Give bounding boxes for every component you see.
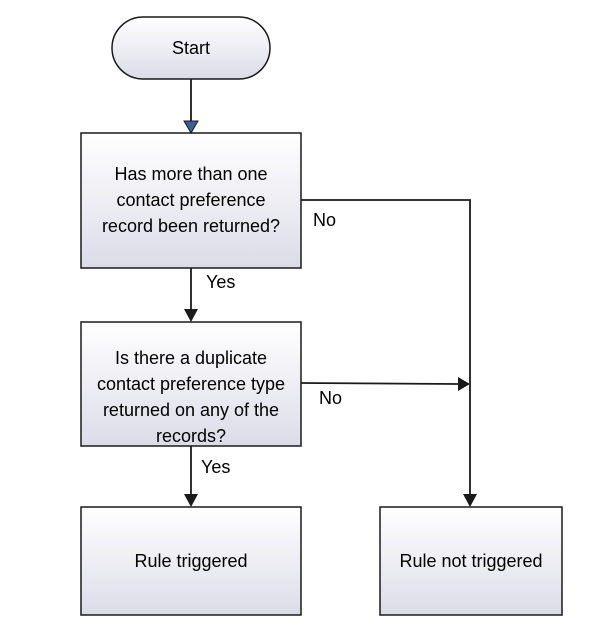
- outcome-rule-triggered: Rule triggered: [80, 506, 302, 616]
- decision-2-line-3: returned on any of the: [103, 400, 279, 420]
- arrowhead-icon: [458, 377, 470, 391]
- decision-1-no-label: No: [313, 210, 336, 230]
- decision-box-more-than-one-record: Has more than one contact preference rec…: [80, 132, 302, 269]
- decision-1-line-3: record been returned?: [102, 216, 280, 236]
- start-label: Start: [172, 38, 210, 58]
- edge-decision-1-yes: Yes: [184, 268, 235, 322]
- rule-not-triggered-label: Rule not triggered: [399, 551, 542, 571]
- edge-decision-1-no: No: [301, 199, 477, 507]
- edge-start-to-decision-1: [183, 79, 199, 134]
- edge-decision-2-no: No: [300, 377, 470, 408]
- arrowhead-icon: [463, 494, 477, 507]
- decision-box-duplicate-type: Is there a duplicate contact preference …: [80, 321, 302, 447]
- rule-triggered-label: Rule triggered: [134, 551, 247, 571]
- decision-2-line-1: Is there a duplicate: [115, 348, 267, 368]
- decision-1-line-2: contact preference: [116, 190, 265, 210]
- arrowhead-icon: [184, 309, 198, 322]
- decision-2-yes-label: Yes: [201, 457, 230, 477]
- decision-1-line-1: Has more than one: [114, 164, 267, 184]
- start-node: Start: [111, 16, 271, 80]
- decision-2-line-2: contact preference type: [97, 374, 285, 394]
- decision-2-no-label: No: [319, 388, 342, 408]
- outcome-rule-not-triggered: Rule not triggered: [379, 506, 563, 616]
- decision-2-line-4: records?: [156, 426, 226, 446]
- arrowhead-icon: [183, 120, 199, 134]
- arrowhead-icon: [184, 494, 198, 507]
- decision-1-yes-label: Yes: [206, 272, 235, 292]
- edge-decision-2-yes: Yes: [184, 446, 230, 507]
